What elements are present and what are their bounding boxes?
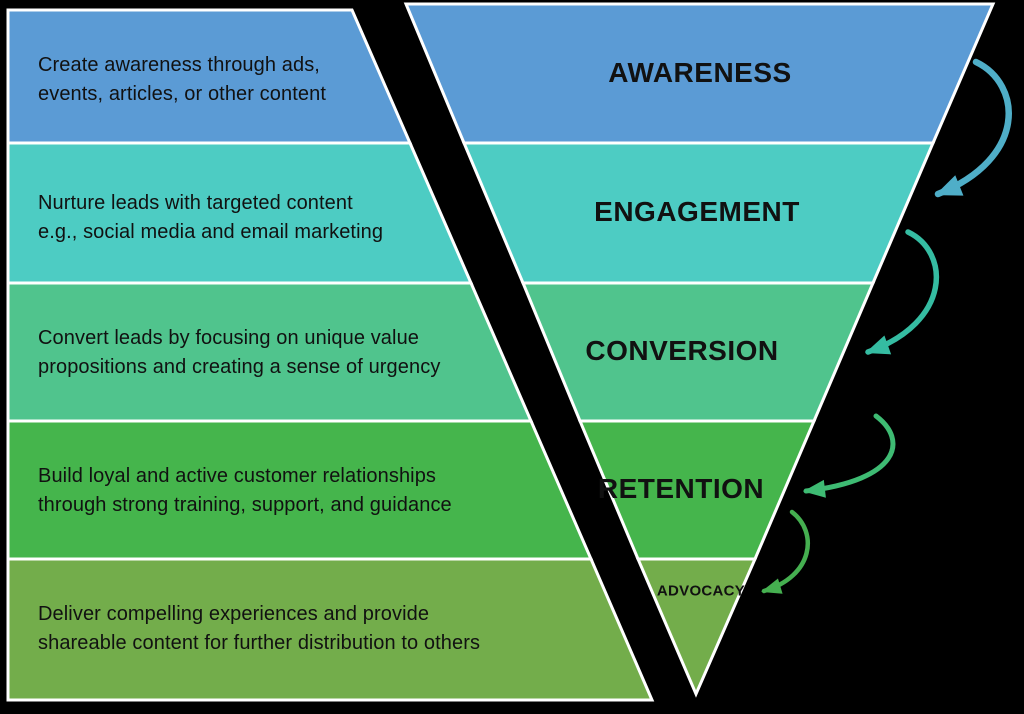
funnel-label-retention: RETENTION [597, 473, 765, 504]
description-line: Create awareness through ads, [38, 54, 320, 76]
description-advocacy: Deliver compelling experiences and provi… [38, 600, 480, 658]
funnel-label-advocacy: ADVOCACY [656, 582, 746, 600]
description-line: Build loyal and active customer relation… [38, 465, 437, 487]
description-conversion: Convert leads by focusing on unique valu… [38, 324, 440, 382]
description-retention: Build loyal and active customer relation… [38, 462, 452, 520]
funnel-label-engagement: ENGAGEMENT [594, 196, 800, 227]
description-line: shareable content for further distributi… [38, 632, 481, 654]
description-line: through strong training, support, and gu… [38, 494, 452, 516]
description-line: Convert leads by focusing on unique valu… [38, 327, 420, 349]
funnel-segment-advocacy [635, 557, 758, 698]
left-band-advocacy [6, 557, 655, 702]
description-line: propositions and creating a sense of urg… [38, 356, 441, 378]
description-line: events, articles, or other content [38, 83, 326, 105]
funnel-label-conversion: CONVERSION [585, 335, 779, 366]
description-engagement: Nurture leads with targeted content e.g.… [38, 189, 383, 247]
arrow-awareness-to-engagement [934, 58, 1012, 198]
arrow-engagement-to-conversion [865, 229, 940, 355]
description-line: Deliver compelling experiences and provi… [38, 603, 430, 625]
arrow-retention-to-advocacy [761, 509, 810, 594]
arrow-conversion-to-retention [803, 413, 896, 498]
description-line: Nurture leads with targeted content [38, 192, 353, 214]
funnel-label-awareness: AWARENESS [608, 57, 792, 88]
description-line: e.g., social media and email marketing [38, 221, 384, 243]
description-awareness: Create awareness through ads, events, ar… [38, 51, 326, 109]
